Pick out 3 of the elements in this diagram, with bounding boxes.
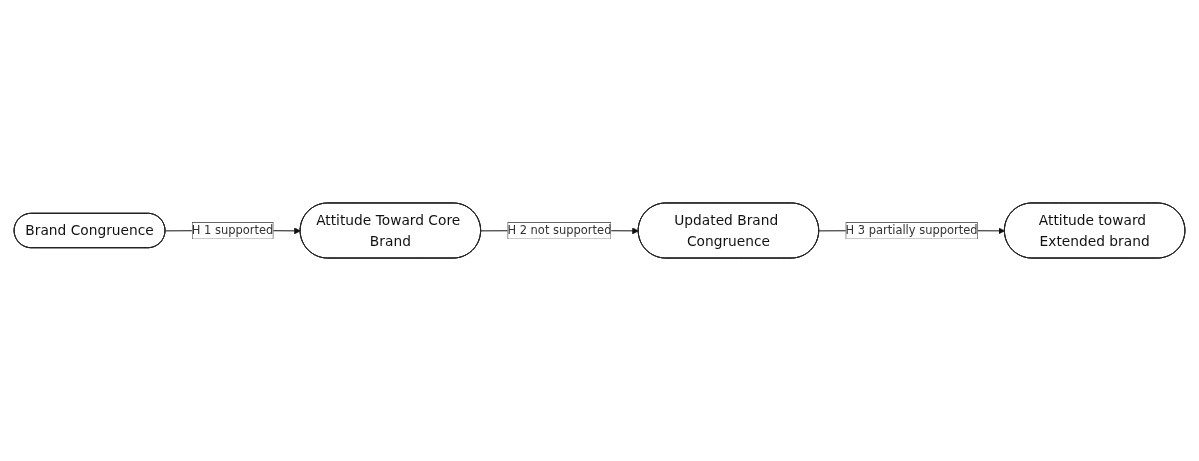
edge-label: H 2 not supported bbox=[507, 223, 612, 238]
edge-label: H 3 partially supported bbox=[845, 223, 978, 238]
edge-label: H 1 supported bbox=[191, 223, 274, 238]
